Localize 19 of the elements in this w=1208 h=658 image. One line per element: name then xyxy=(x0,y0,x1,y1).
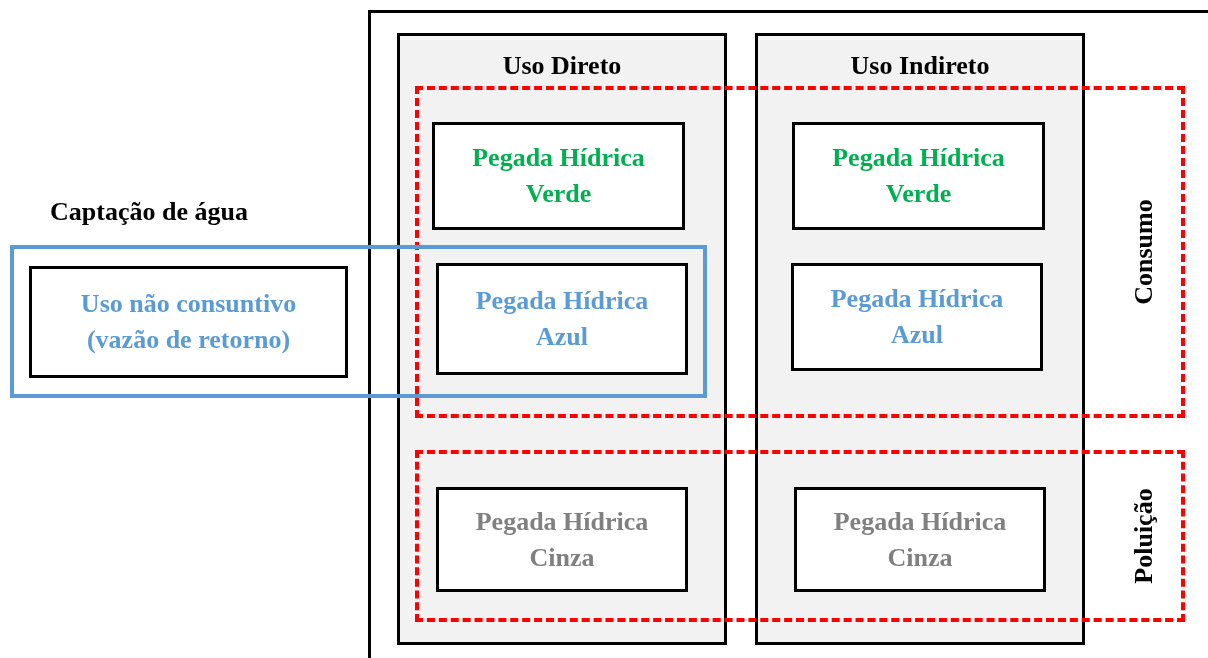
box-label: Pegada Hídrica Cinza xyxy=(832,505,1008,574)
category-box xyxy=(794,487,1046,592)
category-box xyxy=(791,263,1043,371)
category-box xyxy=(432,122,685,230)
box-label: Pegada Hídrica Verde xyxy=(831,142,1006,210)
column-heading: Uso Indireto xyxy=(849,50,991,82)
group-heading: Captação de água xyxy=(50,196,248,228)
category-box xyxy=(436,263,688,375)
box-label: Uso não consuntivo (vazão de retorno) xyxy=(79,288,298,356)
box-label: Pegada Hídrica Verde xyxy=(471,142,646,210)
region-label: Consumo xyxy=(1128,199,1159,305)
category-box xyxy=(436,487,688,592)
column-heading: Uso Direto xyxy=(501,50,623,82)
box-label: Pegada Hídrica Azul xyxy=(829,283,1005,351)
region-label: Poluição xyxy=(1128,488,1159,584)
category-box xyxy=(792,122,1045,230)
category-box xyxy=(29,266,348,378)
box-label: Pegada Hídrica Cinza xyxy=(474,505,650,574)
box-label: Pegada Hídrica Azul xyxy=(474,285,650,353)
